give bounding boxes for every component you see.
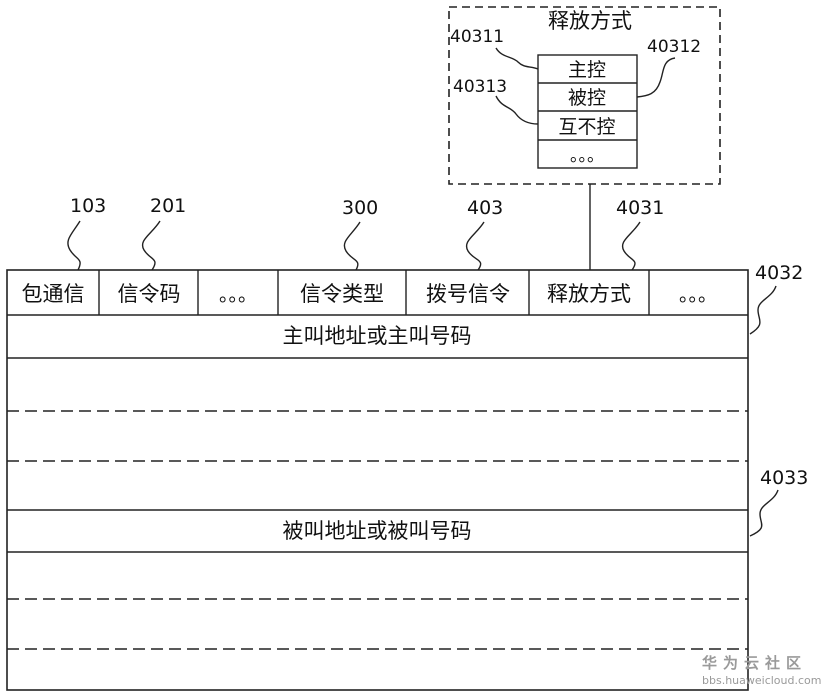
release-mode-item-master: 主控 [568,59,606,81]
leader-40312 [636,57,676,98]
header-cell-signal-code: 信令码 [118,282,181,306]
ref-label-40312: 40312 [647,37,701,57]
header-cell-release-mode: 释放方式 [547,282,631,306]
ref-label-40313: 40313 [453,77,507,97]
leader-40313 [495,95,539,125]
leader-103 [67,220,81,271]
leader-300 [343,221,361,271]
ref-label-403: 403 [467,197,503,219]
calling-address-row: 主叫地址或主叫号码 [283,324,472,348]
ref-label-201: 201 [150,195,186,217]
ref-label-103: 103 [70,195,106,217]
header-cell-signal-type: 信令类型 [300,282,384,306]
leader-4032 [749,285,777,335]
release-mode-dashed-box [448,6,721,185]
leader-4033 [749,489,779,537]
release-mode-item-slave: 被控 [568,87,606,109]
release-mode-item-ellipsis: 。。。 [570,146,604,166]
release-mode-list: 主控 被控 互不控 。。。 [537,54,638,169]
ref-label-40311: 40311 [450,27,504,47]
leader-40311 [495,47,539,70]
ref-label-4031: 4031 [616,197,664,219]
header-cell-packet-comm: 包通信 [22,282,85,306]
header-cell-ellipsis-1: 。。。 [219,284,257,306]
called-address-row: 被叫地址或被叫号码 [283,519,472,543]
ref-label-300: 300 [342,197,378,219]
header-cell-ellipsis-2: 。。。 [679,284,717,306]
ref-label-4032: 4032 [755,262,803,284]
leader-403 [465,221,485,271]
header-cell-dial-signal: 拨号信令 [426,282,510,306]
packet-table: 包通信 信令码 。。。 信令类型 拨号信令 释放方式 。。。 主叫地址或主叫号码… [6,269,749,691]
release-mode-title: 释放方式 [548,9,632,33]
release-mode-item-none: 互不控 [558,116,615,138]
ref-label-4033: 4033 [760,467,808,489]
leader-201 [141,220,161,271]
leader-4031 [621,221,641,271]
watermark-url: bbs.huaweicloud.com [702,674,821,687]
watermark-title: 华为云社区 [702,654,807,672]
